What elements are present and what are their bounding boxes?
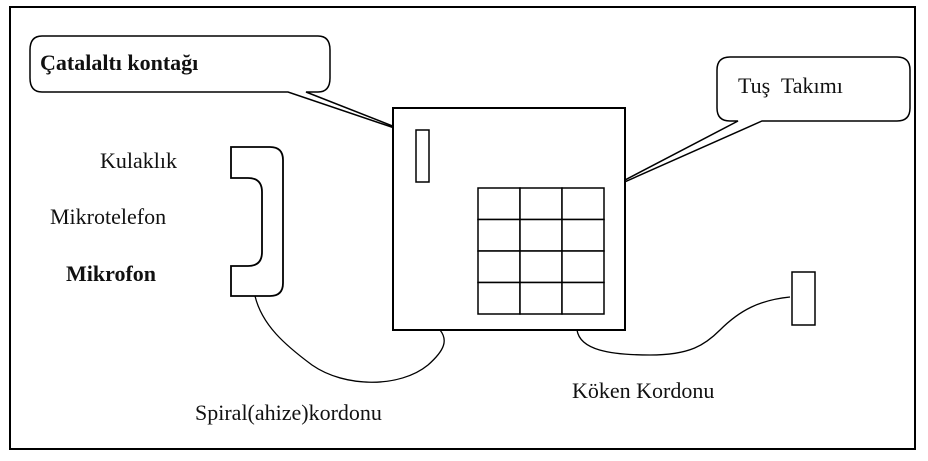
keypad-key [561,187,605,221]
keypad-key [561,218,605,252]
label-mikrotelefon: Mikrotelefon [50,204,166,229]
keypad [477,187,605,315]
hook-switch [415,129,430,183]
keypad-key [519,218,563,252]
keypad-key [519,250,563,284]
callout-catalalti: Çatalaltı kontağı [29,35,419,137]
label-spiral: Spiral(ahize)kordonu [195,400,382,425]
spiral-cord [254,295,445,383]
callout-tus-takimi: Tuş Takımı [601,56,911,193]
keypad-key [519,281,563,315]
handset [230,146,284,297]
label-catalalti: Çatalaltı kontağı [40,50,198,75]
keypad-key [519,187,563,221]
wall-cord [576,296,791,356]
label-mikrofon: Mikrofon [66,261,156,286]
wall-plug [791,271,816,326]
label-koken: Köken Kordonu [572,378,714,403]
label-tus-takimi: Tuş Takımı [738,73,843,98]
keypad-key [561,250,605,284]
keypad-key [477,250,521,284]
keypad-key [477,281,521,315]
diagram-border [9,6,916,450]
keypad-key [561,281,605,315]
keypad-key [477,187,521,221]
label-kulaklik: Kulaklık [100,148,177,173]
keypad-key [477,218,521,252]
